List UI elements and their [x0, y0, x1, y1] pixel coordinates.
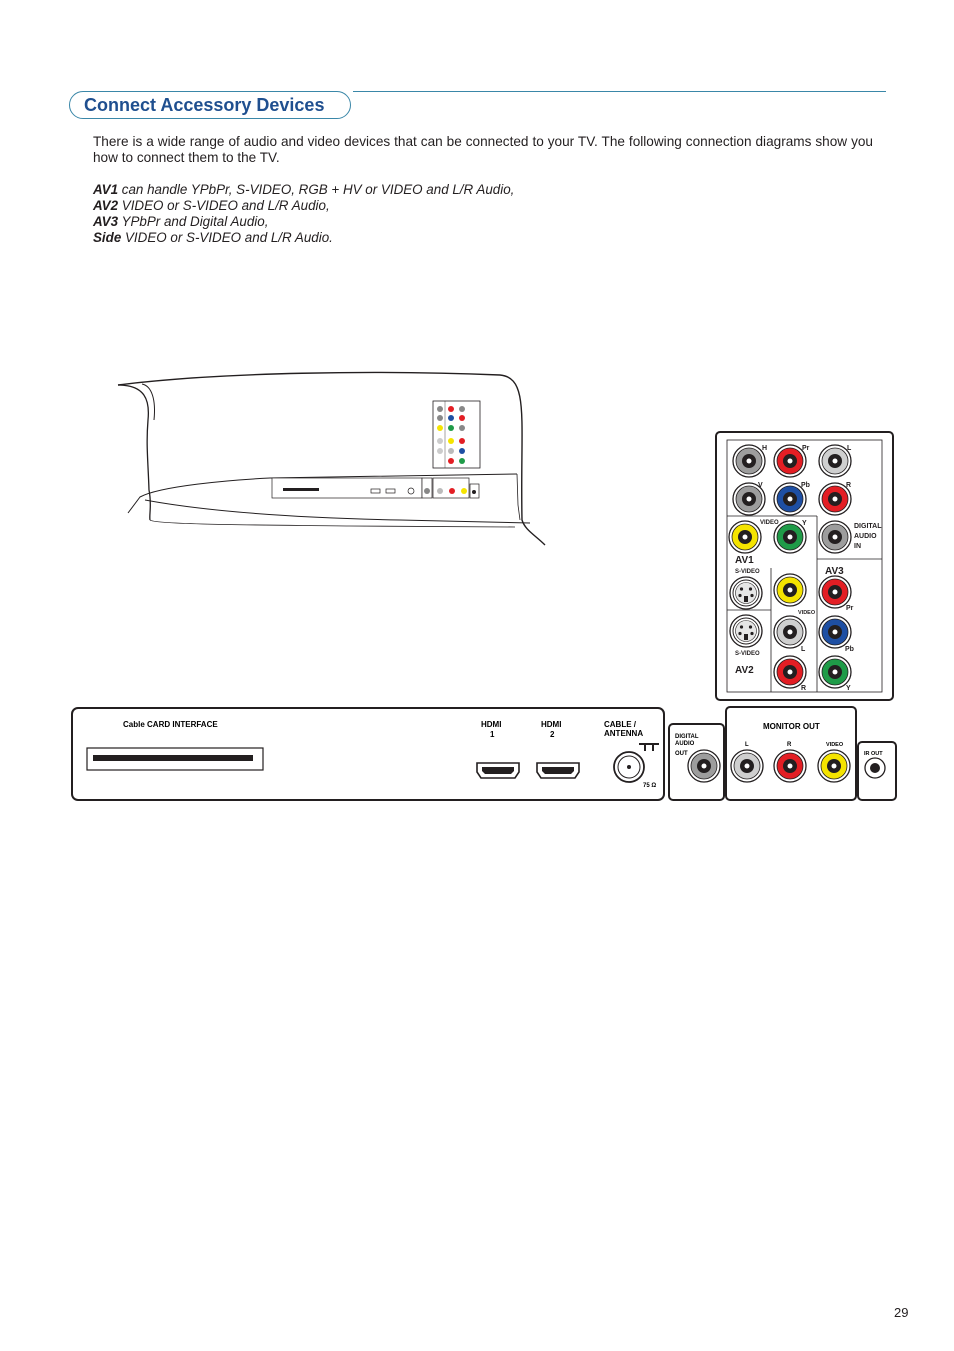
dao-label-2: AUDIO [675, 741, 695, 747]
l-jack-av2 [773, 615, 807, 649]
label-l: L [847, 445, 852, 452]
y-jack-av3 [818, 655, 852, 689]
intro-paragraph: There is a wide range of audio and video… [93, 134, 873, 165]
label-y: Y [802, 520, 807, 527]
video-jack-av1 [728, 520, 762, 554]
hdmi2-port [536, 762, 580, 779]
page-number: 29 [894, 1305, 909, 1320]
cable-antenna-label-2: ANTENNA [604, 729, 643, 738]
digital-audio-out-jack [687, 749, 721, 783]
h-jack [732, 444, 766, 478]
label-svideo-1: S-VIDEO [735, 569, 760, 575]
monitor-out-label: MONITOR OUT [763, 722, 820, 731]
antenna-icon [639, 743, 659, 751]
mo-r-label: R [787, 742, 792, 748]
label-digital-2: AUDIO [854, 533, 877, 540]
hdmi2-label-1: HDMI [541, 720, 561, 729]
hdmi1-port [476, 762, 520, 779]
hdmi1-label-2: 1 [490, 730, 495, 739]
r-jack-av2 [773, 655, 807, 689]
ohm-label: 75 Ω [643, 783, 656, 789]
svideo-jack-av1 [729, 576, 763, 610]
label-pr-2: Pr [846, 605, 854, 612]
cable-antenna-label-1: CABLE / [604, 720, 637, 729]
monitor-out-r-jack [773, 749, 807, 783]
label-av3: AV3 [825, 566, 844, 577]
cable-card-slot [93, 755, 253, 761]
monitor-out-l-jack [730, 749, 764, 783]
av-line-3: AV3 YPbPr and Digital Audio, [93, 214, 269, 229]
label-r: R [846, 482, 851, 489]
page-title: Connect Accessory Devices [84, 95, 325, 115]
side-connector-panel: H Pr L V Pb R VIDEO Y DIGITAL AUDIO IN A… [715, 431, 894, 701]
header-rule [353, 91, 886, 92]
label-digital-3: IN [854, 543, 861, 550]
label-pr: Pr [802, 445, 810, 452]
label-pb: Pb [801, 482, 810, 489]
video-jack-av2 [773, 573, 807, 607]
label-digital-1: DIGITAL [854, 523, 882, 530]
dao-label-1: DIGITAL [675, 734, 699, 740]
label-video: VIDEO [760, 520, 779, 526]
label-svideo-2: S-VIDEO [735, 651, 760, 657]
label-r-2: R [801, 685, 806, 692]
digital-audio-in-jack [818, 520, 852, 554]
ir-out-label: IR OUT [864, 751, 883, 757]
label-av1: AV1 [735, 555, 754, 566]
hdmi2-label-2: 2 [550, 730, 555, 739]
cable-card-label: Cable CARD INTERFACE [123, 720, 218, 729]
av-line-2: AV2 VIDEO or S-VIDEO and L/R Audio, [93, 198, 330, 213]
av-list: AV1 can handle YPbPr, S-VIDEO, RGB + HV … [93, 182, 853, 246]
mo-l-label: L [745, 742, 749, 748]
label-video-2: VIDEO [798, 610, 816, 616]
label-h: H [762, 445, 767, 452]
bottom-connector-strip: Cable CARD INTERFACE HDMI 1 HDMI 2 CABLE… [71, 706, 897, 801]
hdmi1-label-1: HDMI [481, 720, 501, 729]
av-line-4: Side VIDEO or S-VIDEO and L/R Audio. [93, 230, 333, 245]
label-pb-2: Pb [845, 646, 854, 653]
label-av2: AV2 [735, 665, 754, 676]
mo-video-label: VIDEO [826, 742, 844, 748]
pb-jack-av3 [818, 615, 852, 649]
label-l-2: L [801, 646, 806, 653]
svideo-jack-av2 [729, 614, 763, 648]
label-v: V [758, 482, 763, 489]
av-line-1: AV1 can handle YPbPr, S-VIDEO, RGB + HV … [93, 182, 515, 197]
dao-label-3: OUT [675, 751, 688, 757]
title-pill: Connect Accessory Devices [69, 91, 351, 119]
tv-back-outline [117, 371, 546, 546]
monitor-out-video-jack [817, 749, 851, 783]
label-y-2: Y [846, 685, 851, 692]
pr-jack-av3 [818, 575, 852, 609]
